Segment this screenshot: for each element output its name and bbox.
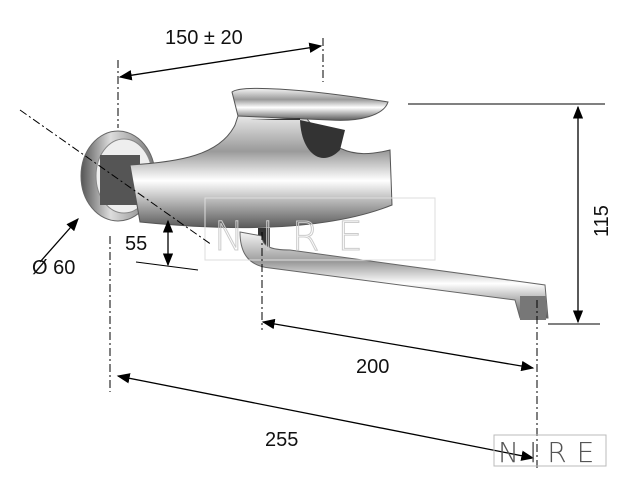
mixer-body [129,109,393,229]
dim-255-label: 255 [265,429,298,451]
dim-115-label: 115 [591,205,613,237]
logo-box [493,434,607,467]
brand-logo: NIRE [498,436,604,469]
dim-200-arrow [261,318,535,372]
dimension-arrows [39,42,584,461]
spout [239,231,549,319]
dim-diameter-arrow [39,218,79,263]
dim-150-label: 150 ± 20 [165,27,243,49]
lever-handle [231,87,389,121]
dim-55-label: 55 [125,233,147,255]
watermark-box [204,197,436,261]
center-lines [19,38,538,470]
dim-255-arrow [116,373,535,461]
dim-150-arrow [118,42,323,81]
faucet-illustration [80,87,549,320]
dim-diameter-label: Ø 60 [32,257,75,279]
watermark-logo: NIRE [214,214,381,260]
dim-200-label: 200 [356,356,389,378]
